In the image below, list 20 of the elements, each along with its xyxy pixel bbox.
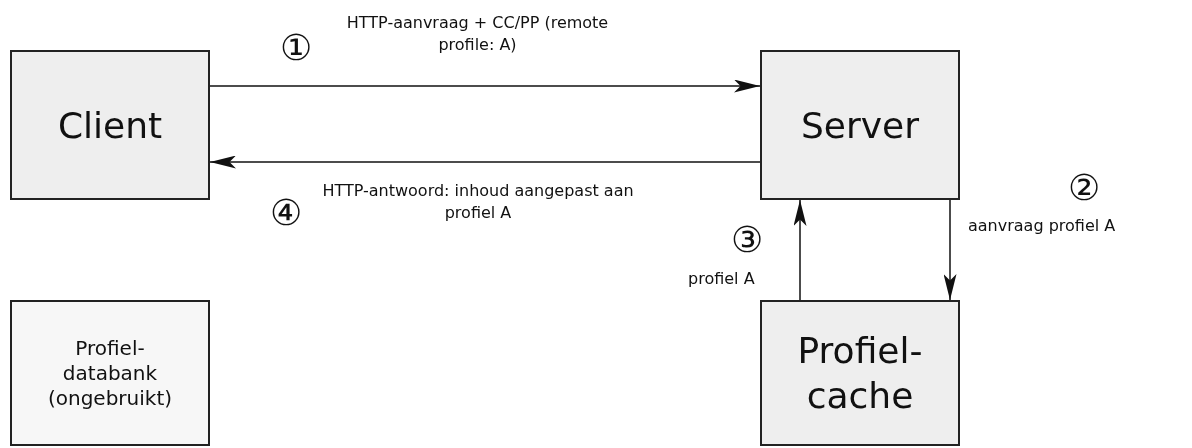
arrow (209, 79, 761, 93)
box-label: Client (57, 103, 163, 148)
process-box (10, 300, 210, 446)
arrow (793, 199, 807, 301)
process-box (760, 50, 960, 200)
box-label: Profiel-databank (ongebruikt) (46, 335, 174, 411)
box-label: Server (800, 103, 920, 148)
step-number: ① (280, 30, 313, 66)
step-number: ④ (270, 195, 303, 231)
step-number: ② (1068, 170, 1101, 206)
edge-label: profiel A (688, 268, 756, 290)
step-number: ③ (731, 222, 764, 258)
edge-label: aanvraag profiel A (968, 215, 1117, 237)
process-box (10, 50, 210, 200)
process-box (760, 300, 960, 446)
arrow (209, 155, 761, 169)
edge-label: HTTP-antwoord: inhoud aangepast aan profiel A (321, 180, 635, 224)
box-label: Profiel-cache (796, 329, 924, 418)
arrow (943, 199, 957, 301)
edge-label: HTTP-aanvraag + CC/PP (remote profile: A) (345, 12, 610, 56)
